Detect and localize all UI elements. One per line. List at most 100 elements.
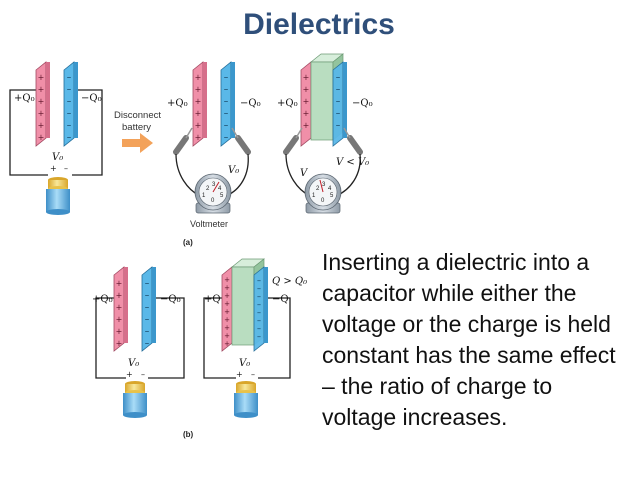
svg-text:+: + — [195, 97, 202, 106]
svg-text:+: + — [224, 324, 230, 332]
positive-plate: + + + + + + — [35, 61, 50, 147]
arrow-text-line2: battery — [122, 122, 151, 133]
body-text: Inserting a dielectric into a capacitor … — [322, 249, 616, 430]
label-v0-a2: V₀ — [228, 165, 239, 176]
label-v0-a1: V₀ — [52, 152, 63, 163]
svg-text:+: + — [195, 121, 202, 130]
svg-text:–: – — [224, 85, 229, 95]
label-v-lt-v0: V < V₀ — [336, 157, 369, 168]
svg-text:+: + — [303, 109, 310, 118]
positive-plate: + + + + + — [300, 61, 312, 147]
svg-text:+: + — [38, 121, 45, 130]
positive-plate: + + + + + + — [192, 61, 207, 147]
svg-text:–: – — [336, 85, 341, 95]
panel-a-label: (a) — [183, 238, 193, 247]
label-v0-b2: V₀ — [239, 358, 250, 369]
svg-text:+: + — [224, 276, 230, 284]
label-minus-q0-b1: −Q₀ — [160, 294, 181, 305]
svg-text:+: + — [303, 121, 310, 130]
svg-text:+: + — [38, 85, 45, 94]
label-plus-q0-a1: +Q₀ — [14, 93, 35, 104]
negative-plate: – – – – – — [332, 61, 347, 147]
svg-text:+: + — [224, 292, 230, 300]
label-v-a3: V — [300, 168, 309, 179]
label-q-gt-q0: Q > Q₀ — [272, 276, 307, 287]
svg-text:–: – — [336, 109, 341, 119]
svg-text:–: – — [336, 97, 341, 107]
battery: V₀ + – — [46, 152, 70, 215]
svg-text:+: + — [195, 73, 202, 82]
svg-text:+: + — [116, 315, 123, 324]
svg-text:–: – — [251, 370, 255, 379]
svg-text:+: + — [116, 327, 123, 336]
svg-text:–: – — [224, 109, 229, 119]
svg-text:–: – — [336, 121, 341, 131]
svg-text:+: + — [116, 339, 123, 348]
svg-text:–: – — [257, 276, 261, 285]
svg-text:5: 5 — [330, 193, 334, 199]
svg-text:–: – — [336, 73, 341, 83]
svg-text:5: 5 — [220, 193, 224, 199]
battery: V₀ + – — [234, 358, 258, 418]
svg-text:–: – — [145, 339, 150, 349]
voltmeter: 2 3 4 1 0 5 — [194, 173, 232, 214]
svg-text:–: – — [257, 332, 261, 341]
svg-text:–: – — [257, 284, 261, 293]
svg-text:+: + — [50, 164, 57, 173]
svg-text:–: – — [67, 85, 72, 95]
svg-text:–: – — [257, 300, 261, 309]
arrow-text-line1: Disconnect — [114, 110, 161, 121]
svg-text:+: + — [195, 109, 202, 118]
svg-text:–: – — [257, 308, 261, 317]
svg-text:–: – — [145, 315, 150, 325]
svg-text:+: + — [38, 73, 45, 82]
svg-text:+: + — [195, 85, 202, 94]
svg-text:–: – — [67, 73, 72, 83]
svg-text:–: – — [224, 97, 229, 107]
panel-a-circuit-1: + + + + + + – – – – – – +Q₀ −Q₀ V₀ + – — [9, 61, 103, 215]
svg-text:–: – — [145, 327, 150, 337]
svg-text:+: + — [224, 300, 230, 308]
panel-a-circuit-3: + + + + + – – – – – +Q₀ −Q₀ V V < V₀ — [277, 53, 373, 214]
voltmeter: 2 3 4 1 0 5 — [304, 173, 342, 214]
svg-text:–: – — [64, 164, 68, 173]
svg-text:4: 4 — [218, 186, 222, 192]
slide-title: Dielectrics — [243, 8, 395, 41]
svg-text:+: + — [224, 284, 230, 292]
svg-text:0: 0 — [211, 198, 215, 204]
svg-text:2: 2 — [206, 186, 210, 192]
svg-text:+: + — [38, 97, 45, 106]
svg-text:+: + — [116, 303, 123, 312]
label-minus-q0-a3: −Q₀ — [352, 98, 373, 109]
svg-text:+: + — [224, 332, 230, 340]
svg-text:–: – — [257, 324, 261, 333]
label-plus-q0-a3: +Q₀ — [277, 98, 298, 109]
svg-text:–: – — [141, 370, 145, 379]
svg-text:–: – — [67, 121, 72, 131]
svg-text:–: – — [224, 121, 229, 131]
disconnect-arrow: Disconnect battery — [114, 110, 161, 153]
svg-text:–: – — [145, 279, 150, 289]
battery: V₀ + – — [123, 358, 147, 418]
label-plus-q0-a2: +Q₀ — [167, 98, 188, 109]
svg-text:+: + — [236, 370, 243, 379]
svg-text:–: – — [67, 97, 72, 107]
svg-text:–: – — [145, 303, 150, 313]
svg-text:+: + — [116, 279, 123, 288]
svg-text:3: 3 — [212, 182, 216, 188]
svg-text:+: + — [38, 133, 45, 142]
svg-text:1: 1 — [202, 193, 206, 199]
negative-plate: – – – – – – — [220, 61, 235, 147]
svg-text:–: – — [257, 292, 261, 301]
label-plus-q-b2: +Q — [204, 294, 221, 305]
svg-text:+: + — [126, 370, 133, 379]
svg-text:+: + — [303, 73, 310, 82]
svg-text:–: – — [145, 291, 150, 301]
svg-text:+: + — [195, 133, 202, 142]
svg-text:–: – — [224, 73, 229, 83]
svg-text:–: – — [67, 133, 72, 143]
svg-text:0: 0 — [321, 198, 325, 204]
label-minus-q0-a2: −Q₀ — [240, 98, 261, 109]
voltmeter-label: Voltmeter — [190, 219, 228, 229]
